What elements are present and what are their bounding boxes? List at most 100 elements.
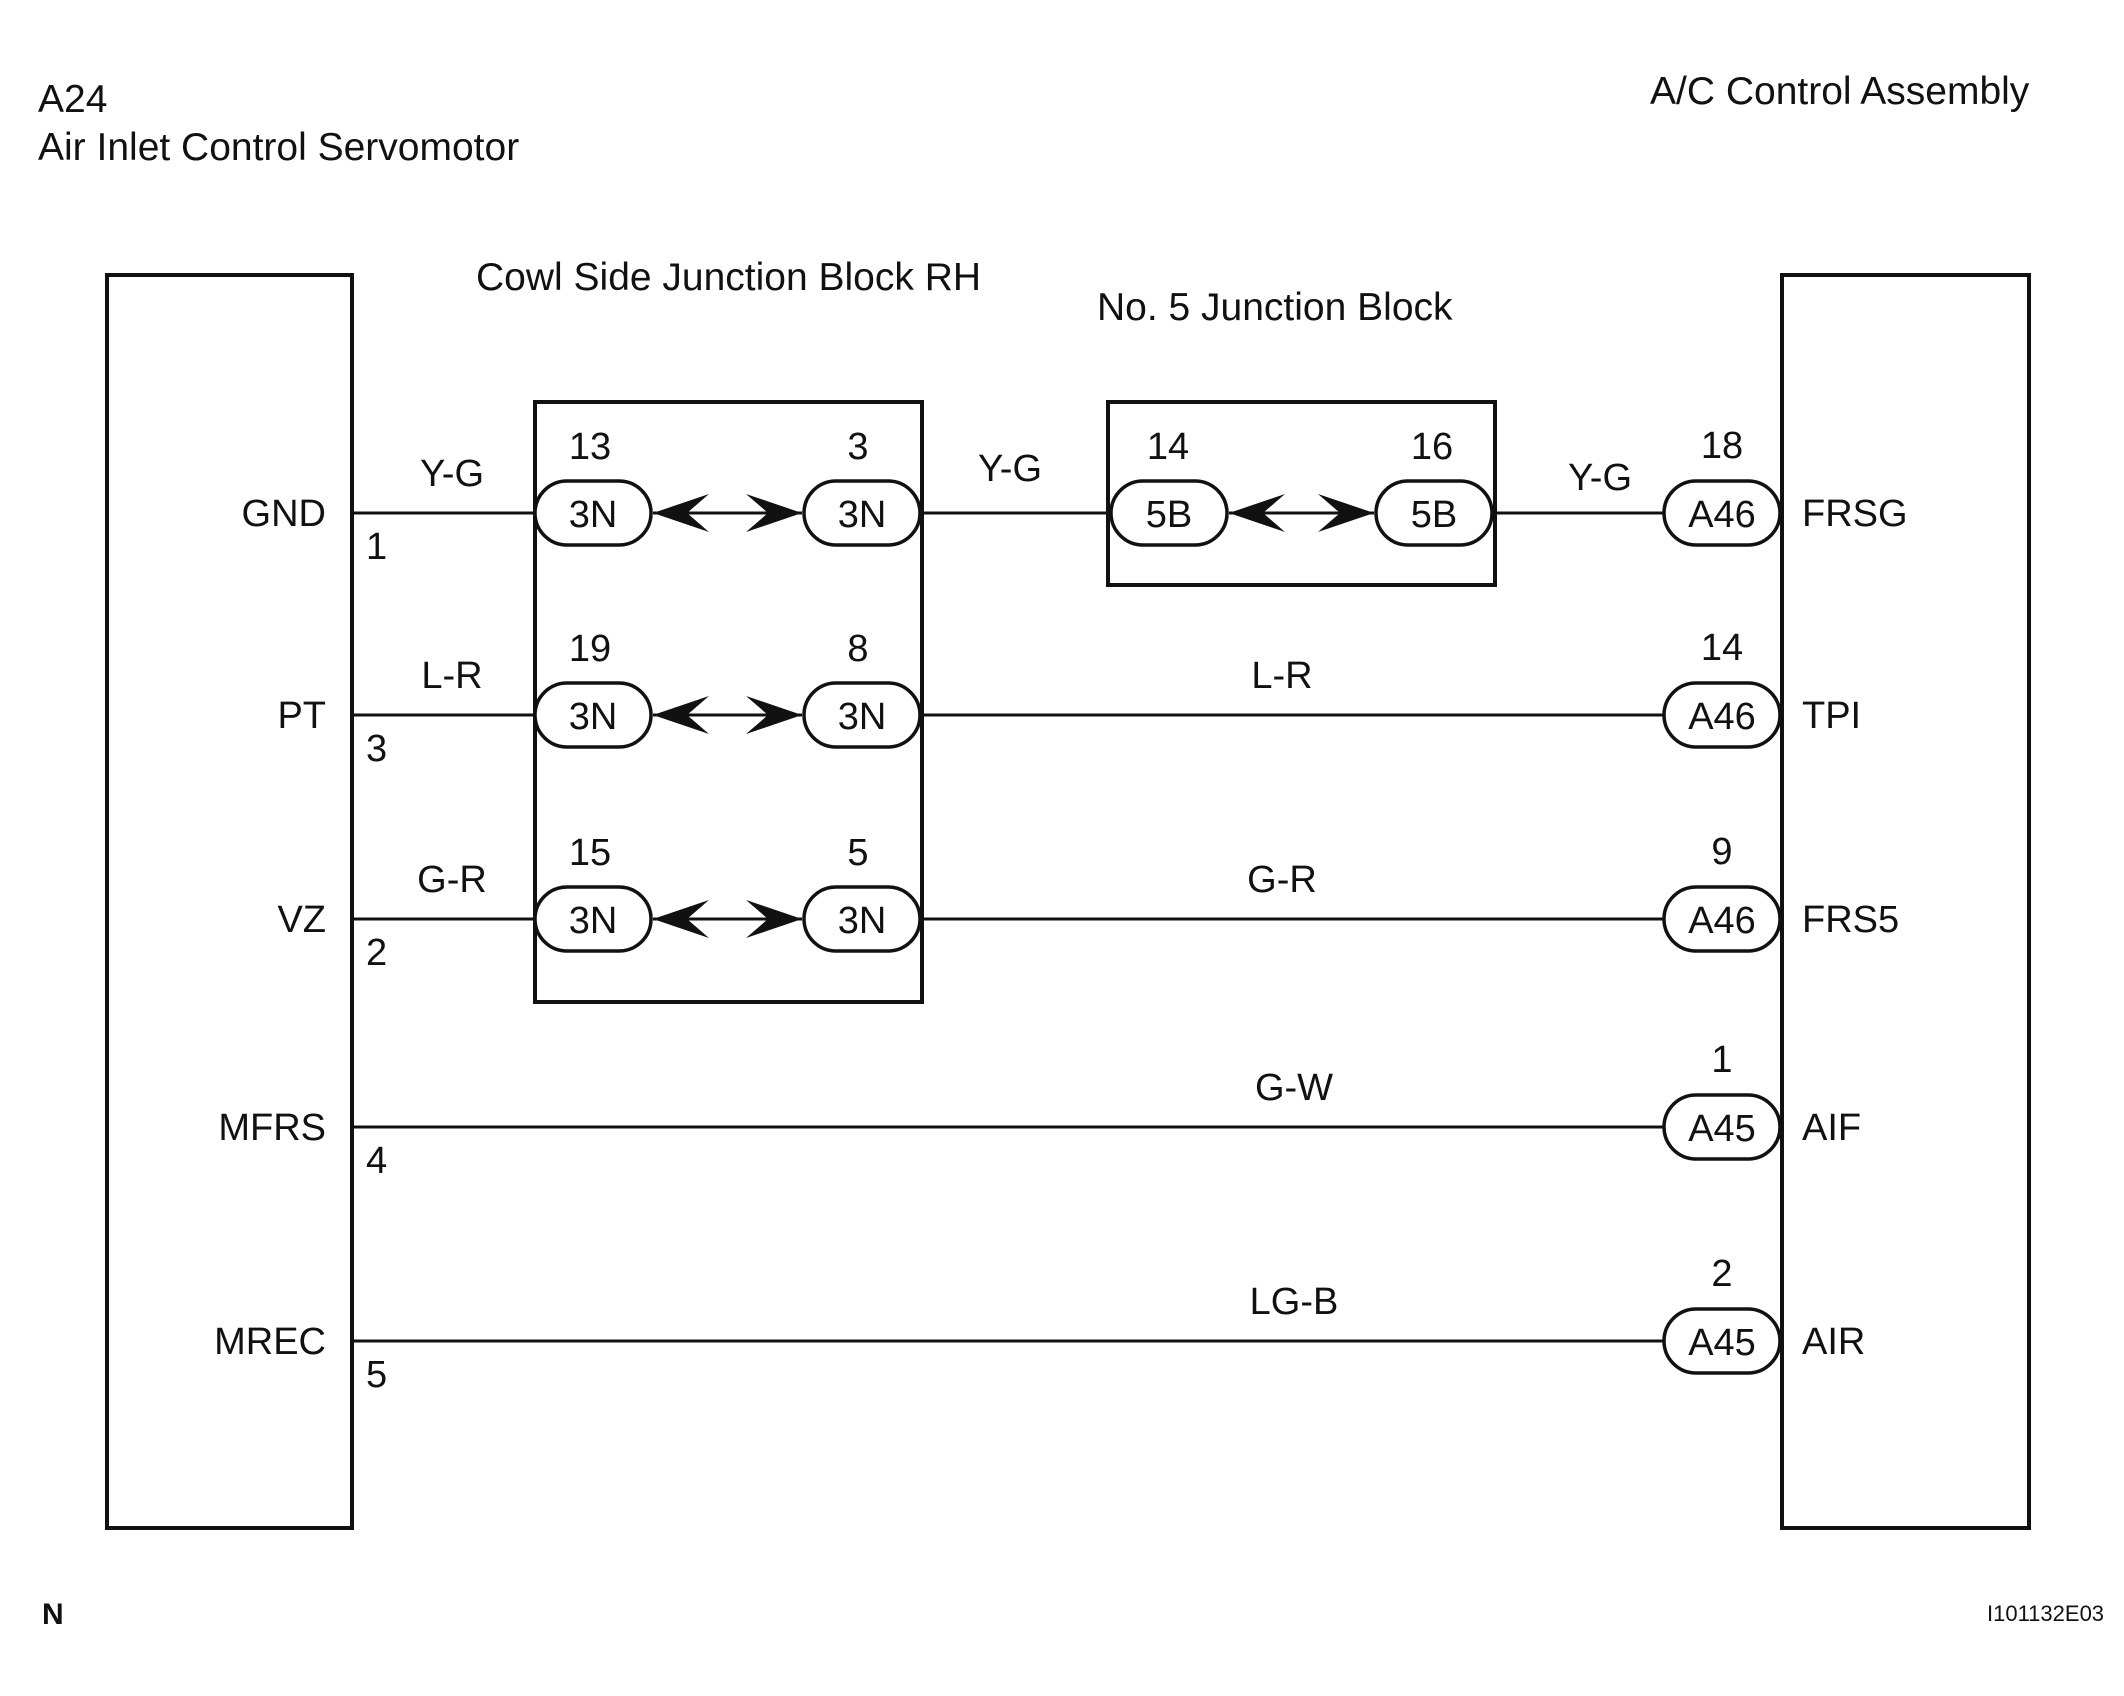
cowl-internal-link-right-chevron — [746, 696, 802, 734]
cowl-in-connector-label: 3N — [569, 494, 618, 536]
cowl-in-connector-outline — [533, 681, 653, 749]
jb5-out-pin-number: 16 — [1411, 426, 1453, 468]
left-pin-number: 4 — [366, 1140, 387, 1182]
cowl-internal-link — [653, 494, 802, 532]
cowl-internal-link-left-chevron — [653, 494, 709, 532]
cowl-internal-link — [653, 696, 802, 734]
cowl-in-connector: 3N — [533, 681, 653, 749]
cowl-in-connector: 3N — [533, 479, 653, 547]
jb5-internal-link-right-chevron — [1318, 494, 1374, 532]
cowl-out-connector-label: 3N — [838, 900, 887, 942]
jb5-out-connector: 5B — [1374, 479, 1494, 547]
cowl-out-connector-label: 3N — [838, 696, 887, 738]
right-terminal-name: FRS5 — [1802, 899, 1899, 941]
right-connector: A46 — [1662, 681, 1782, 749]
jb5-in-connector: 5B — [1109, 479, 1229, 547]
left-component-name: Air Inlet Control Servomotor — [38, 126, 519, 169]
right-connector: A46 — [1662, 479, 1782, 547]
right-connector: A45 — [1662, 1093, 1782, 1161]
no5-junction-block-title: No. 5 Junction Block — [1097, 286, 1453, 329]
cowl-internal-link — [653, 900, 802, 938]
jb5-internal-link — [1229, 494, 1374, 532]
right-component-box — [1780, 273, 2031, 1530]
cowl-out-connector: 3N — [802, 681, 922, 749]
left-pin-number: 5 — [366, 1354, 387, 1396]
jb5-internal-link-left-chevron — [1229, 494, 1285, 532]
cowl-internal-link-left-chevron — [653, 900, 709, 938]
no5-junction-block-box — [1106, 400, 1497, 587]
cowl-in-connector: 3N — [533, 885, 653, 953]
cowl-out-pin-number: 8 — [847, 628, 868, 670]
wire-color-label: G-R — [1247, 859, 1317, 901]
right-terminal-name: FRSG — [1802, 493, 1908, 535]
left-component-box — [105, 273, 354, 1530]
right-connector: A45 — [1662, 1307, 1782, 1375]
wire-color-label: G-R — [417, 859, 487, 901]
right-terminal-name: TPI — [1802, 695, 1861, 737]
right-connector-outline — [1662, 681, 1782, 749]
right-terminal-name: AIF — [1802, 1107, 1861, 1149]
left-pin-number: 2 — [366, 932, 387, 974]
right-connector-outline — [1662, 1093, 1782, 1161]
cowl-in-connector-label: 3N — [569, 696, 618, 738]
left-terminal-name: MFRS — [218, 1107, 326, 1149]
right-pin-number: 14 — [1701, 627, 1743, 669]
cowl-out-pin-number: 5 — [847, 832, 868, 874]
cowl-internal-link-right-chevron — [746, 494, 802, 532]
jb5-in-pin-number: 14 — [1147, 426, 1189, 468]
right-connector-outline — [1662, 885, 1782, 953]
wire-color-label: L-R — [1251, 655, 1312, 697]
right-pin-number: 18 — [1701, 425, 1743, 467]
right-connector-outline — [1662, 1307, 1782, 1375]
cowl-junction-block-box — [533, 400, 924, 1004]
right-connector-label: A45 — [1688, 1322, 1756, 1364]
left-component-code: A24 — [38, 78, 107, 121]
wire-color-label: Y-G — [978, 448, 1042, 490]
cowl-internal-link-right-chevron — [746, 900, 802, 938]
cowl-out-connector-label: 3N — [838, 494, 887, 536]
right-connector-label: A46 — [1688, 494, 1756, 536]
cowl-in-pin-number: 13 — [569, 426, 611, 468]
cowl-in-pin-number: 19 — [569, 628, 611, 670]
left-pin-number: 3 — [366, 728, 387, 770]
right-terminal-name: AIR — [1802, 1321, 1865, 1363]
footer-mark: N — [42, 1598, 64, 1631]
jb5-out-connector-label: 5B — [1411, 494, 1457, 536]
left-terminal-name: VZ — [277, 899, 326, 941]
cowl-in-pin-number: 15 — [569, 832, 611, 874]
right-component-name: A/C Control Assembly — [1650, 70, 2030, 113]
cowl-in-connector-outline — [533, 479, 653, 547]
wire-color-label: G-W — [1255, 1067, 1333, 1109]
left-pin-number: 1 — [366, 526, 387, 568]
right-connector-label: A46 — [1688, 900, 1756, 942]
right-pin-number: 9 — [1711, 831, 1732, 873]
right-pin-number: 1 — [1711, 1039, 1732, 1081]
cowl-out-connector: 3N — [802, 479, 922, 547]
right-pin-number: 2 — [1711, 1253, 1732, 1295]
right-connector: A46 — [1662, 885, 1782, 953]
wire-color-label: Y-G — [420, 453, 484, 495]
right-connector-outline — [1662, 479, 1782, 547]
cowl-internal-link-left-chevron — [653, 696, 709, 734]
cowl-in-connector-outline — [533, 885, 653, 953]
wire-color-label: L-R — [421, 655, 482, 697]
right-connector-label: A45 — [1688, 1108, 1756, 1150]
jb5-in-connector-outline — [1109, 479, 1229, 547]
jb5-in-connector-label: 5B — [1146, 494, 1192, 536]
cowl-in-connector-label: 3N — [569, 900, 618, 942]
left-terminal-name: PT — [277, 695, 326, 737]
wire-color-label: LG-B — [1250, 1281, 1339, 1323]
left-terminal-name: GND — [242, 493, 326, 535]
cowl-out-connector: 3N — [802, 885, 922, 953]
cowl-junction-block-title: Cowl Side Junction Block RH — [476, 256, 981, 299]
figure-id: I101132E03 — [1987, 1601, 2104, 1626]
right-connector-label: A46 — [1688, 696, 1756, 738]
left-terminal-name: MREC — [214, 1321, 326, 1363]
wire-color-label: Y-G — [1568, 457, 1632, 499]
